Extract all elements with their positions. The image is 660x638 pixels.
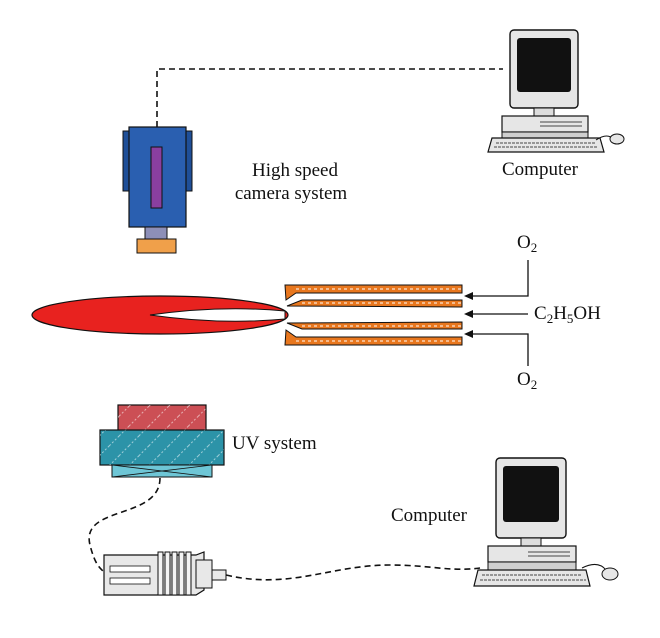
computer-top-icon [487, 29, 625, 153]
oxygen-bottom-label: O2 [517, 369, 537, 393]
camera-system-label: High speed camera system [235, 160, 354, 206]
ethanol-label: C2H5OH [534, 303, 601, 327]
fuel-part-oh: OH [573, 303, 601, 324]
camera-computer-cable [156, 68, 503, 127]
oxygen-symbol: O [517, 232, 531, 253]
uv-system-label: UV system [232, 433, 317, 454]
oxygen-top-label: O2 [517, 232, 537, 256]
computer-bottom-icon [473, 457, 619, 587]
uv-system [99, 404, 225, 478]
flame [31, 295, 289, 335]
gas-inlet-lines [464, 260, 529, 366]
uv-controller-cable [88, 477, 161, 573]
uv-controller [103, 551, 227, 596]
camera-label-line1: High speed [251, 160, 338, 181]
fuel-part-h: H [553, 303, 567, 324]
computer-bottom-label: Computer [391, 505, 467, 526]
fuel-sub-5: 5 [566, 311, 574, 326]
camera-label-line2: camera system [234, 182, 348, 204]
controller-computer-cable [225, 564, 481, 581]
oxygen-subscript: 2 [530, 377, 538, 392]
burner [284, 284, 463, 346]
oxygen-subscript: 2 [530, 240, 538, 255]
fuel-part-c: C [534, 303, 547, 324]
computer-top-label: Computer [502, 159, 578, 180]
high-speed-camera [122, 126, 193, 254]
fuel-sub-2: 2 [546, 311, 554, 326]
oxygen-symbol: O [517, 369, 531, 390]
